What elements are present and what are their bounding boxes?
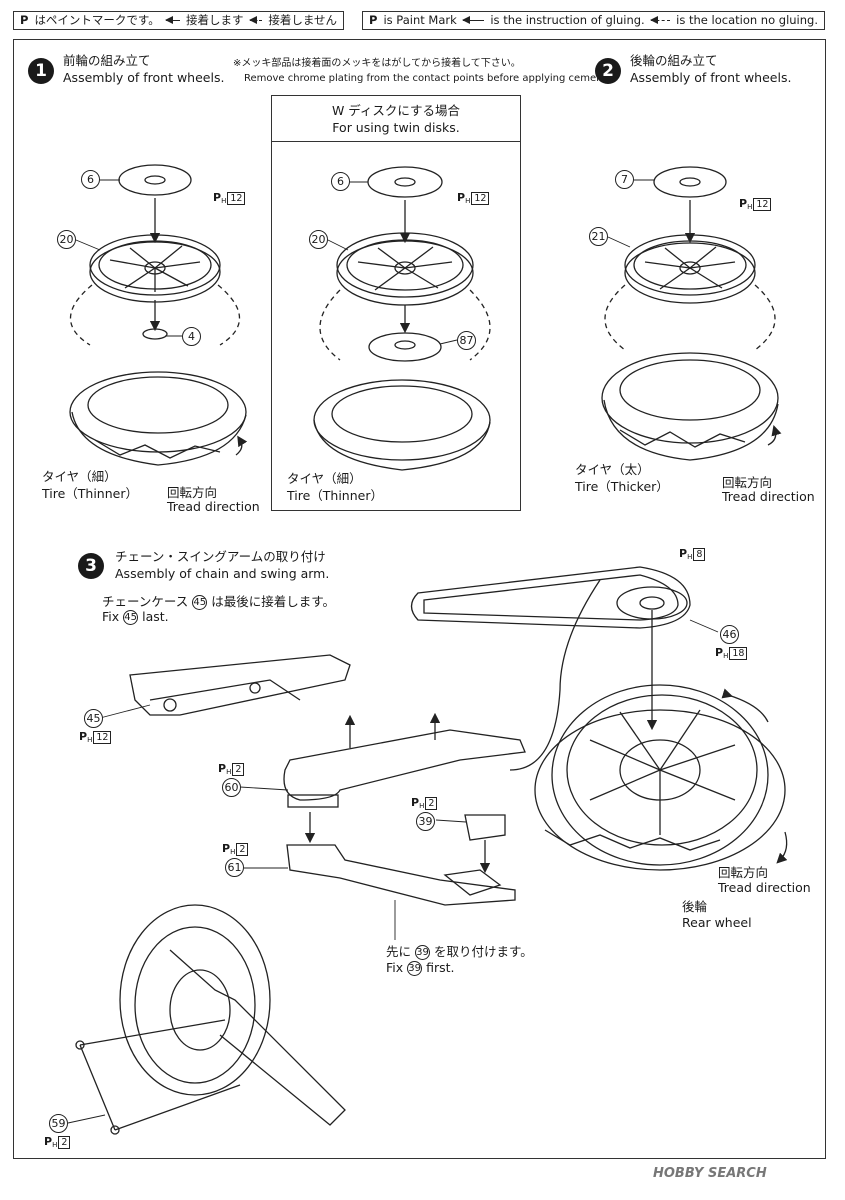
- part-callout: 61: [225, 858, 244, 877]
- tire-label-en: Tire（Thicker）: [575, 479, 669, 494]
- tread-direction-en: Tread direction: [167, 499, 260, 514]
- tire-label-en: Tire（Thinner）: [42, 486, 138, 501]
- legend-english: P is Paint Mark is the instruction of gl…: [362, 11, 825, 30]
- fix-39-note-en: Fix 39 first.: [386, 960, 455, 976]
- step-3-title-jp: チェーン・スイングアームの取り付け: [115, 549, 326, 564]
- no-glue-arrow-icon: [649, 16, 671, 24]
- legend-mark-text: はペイントマークです。: [34, 13, 160, 27]
- twin-disk-panel: W ディスクにする場合 For using twin disks.: [271, 95, 521, 511]
- paint-mark-icon: P: [369, 13, 378, 27]
- watermark-logo: HOBBY SEARCH: [653, 1166, 767, 1181]
- legend-mark-text: is Paint Mark: [383, 13, 457, 27]
- leader-lines: [67, 179, 719, 1124]
- tread-direction-en: Tread direction: [718, 880, 811, 895]
- part-callout: 87: [457, 331, 476, 350]
- tire-label-jp: タイヤ（太）: [575, 462, 650, 477]
- no-glue-arrow-icon: [248, 16, 263, 24]
- step-1-badge: 1: [28, 58, 54, 84]
- rear-wheel-label-jp: 後輪: [682, 899, 708, 914]
- part-callout: 7: [615, 170, 634, 189]
- tread-direction-jp: 回転方向: [167, 485, 218, 500]
- tread-direction-jp: 回転方向: [722, 475, 773, 490]
- part-callout: 39: [416, 812, 435, 831]
- twin-disk-header: W ディスクにする場合 For using twin disks.: [272, 96, 520, 142]
- chain-drawing: [410, 566, 691, 771]
- twin-disk-drawing: [313, 166, 491, 471]
- rear-wheel-assembly-drawing: [601, 166, 782, 461]
- step-3-badge: 3: [78, 553, 104, 579]
- step-1-title-en: Assembly of front wheels.: [63, 70, 225, 85]
- tread-direction-en: Tread direction: [722, 489, 815, 504]
- paint-mark-icon: P: [20, 13, 29, 27]
- part-callout: 21: [589, 227, 608, 246]
- rear-wheel-drawing: [534, 684, 788, 871]
- front-wheel-drawing: [69, 164, 248, 466]
- tire-label-en: Tire（Thinner）: [287, 488, 383, 503]
- rear-wheel-label-en: Rear wheel: [682, 915, 752, 930]
- part-callout: 6: [81, 170, 100, 189]
- part-callout: 59: [49, 1114, 68, 1133]
- legend-glue-text: 接着します: [186, 13, 244, 27]
- chain-case-drawing: [129, 654, 351, 716]
- fix-45-note-jp: チェーンケース 45 は最後に接着します。: [102, 594, 335, 610]
- part-callout: 20: [57, 230, 76, 249]
- part-callout: 46: [720, 625, 739, 644]
- legend-noglue-text: 接着しません: [268, 13, 337, 27]
- twin-title-jp: W ディスクにする場合: [331, 103, 461, 118]
- twin-title-en: For using twin disks.: [332, 120, 460, 135]
- tire-label-jp: タイヤ（細）: [42, 469, 117, 484]
- glue-arrow-icon: [461, 16, 485, 24]
- part-callout: 20: [309, 230, 328, 249]
- glue-arrow-icon: [164, 16, 181, 24]
- legend-japanese: P はペイントマークです。 接着します 接着しません: [13, 11, 344, 30]
- part-callout: 60: [222, 778, 241, 797]
- fix-39-note-jp: 先に 39 を取り付けます。: [386, 944, 533, 960]
- part-callout: 45: [84, 709, 103, 728]
- part-callout: 6: [331, 172, 350, 191]
- tread-direction-jp: 回転方向: [718, 865, 769, 880]
- step-2-badge: 2: [595, 58, 621, 84]
- step-1-title-jp: 前輪の組み立て: [63, 53, 151, 68]
- step-3-title-en: Assembly of chain and swing arm.: [115, 566, 330, 581]
- chrome-note-en: Remove chrome plating from the contact p…: [244, 73, 610, 84]
- legend-noglue-text: is the location no gluing.: [676, 13, 818, 27]
- legend-glue-text: is the instruction of gluing.: [490, 13, 645, 27]
- completed-rear-view-drawing: [75, 904, 346, 1135]
- fix-45-note-en: Fix 45 last.: [102, 609, 169, 625]
- step-2-title-jp: 後輪の組み立て: [630, 53, 718, 68]
- part-callout: 4: [182, 327, 201, 346]
- swing-arm-drawing: [283, 712, 526, 906]
- instruction-frame: [13, 39, 826, 1159]
- chrome-note-jp: ※メッキ部品は接着面のメッキをはがしてから接着して下さい。: [233, 58, 521, 69]
- step-2-title-en: Assembly of front wheels.: [630, 70, 792, 85]
- tire-label-jp: タイヤ（細）: [287, 471, 362, 486]
